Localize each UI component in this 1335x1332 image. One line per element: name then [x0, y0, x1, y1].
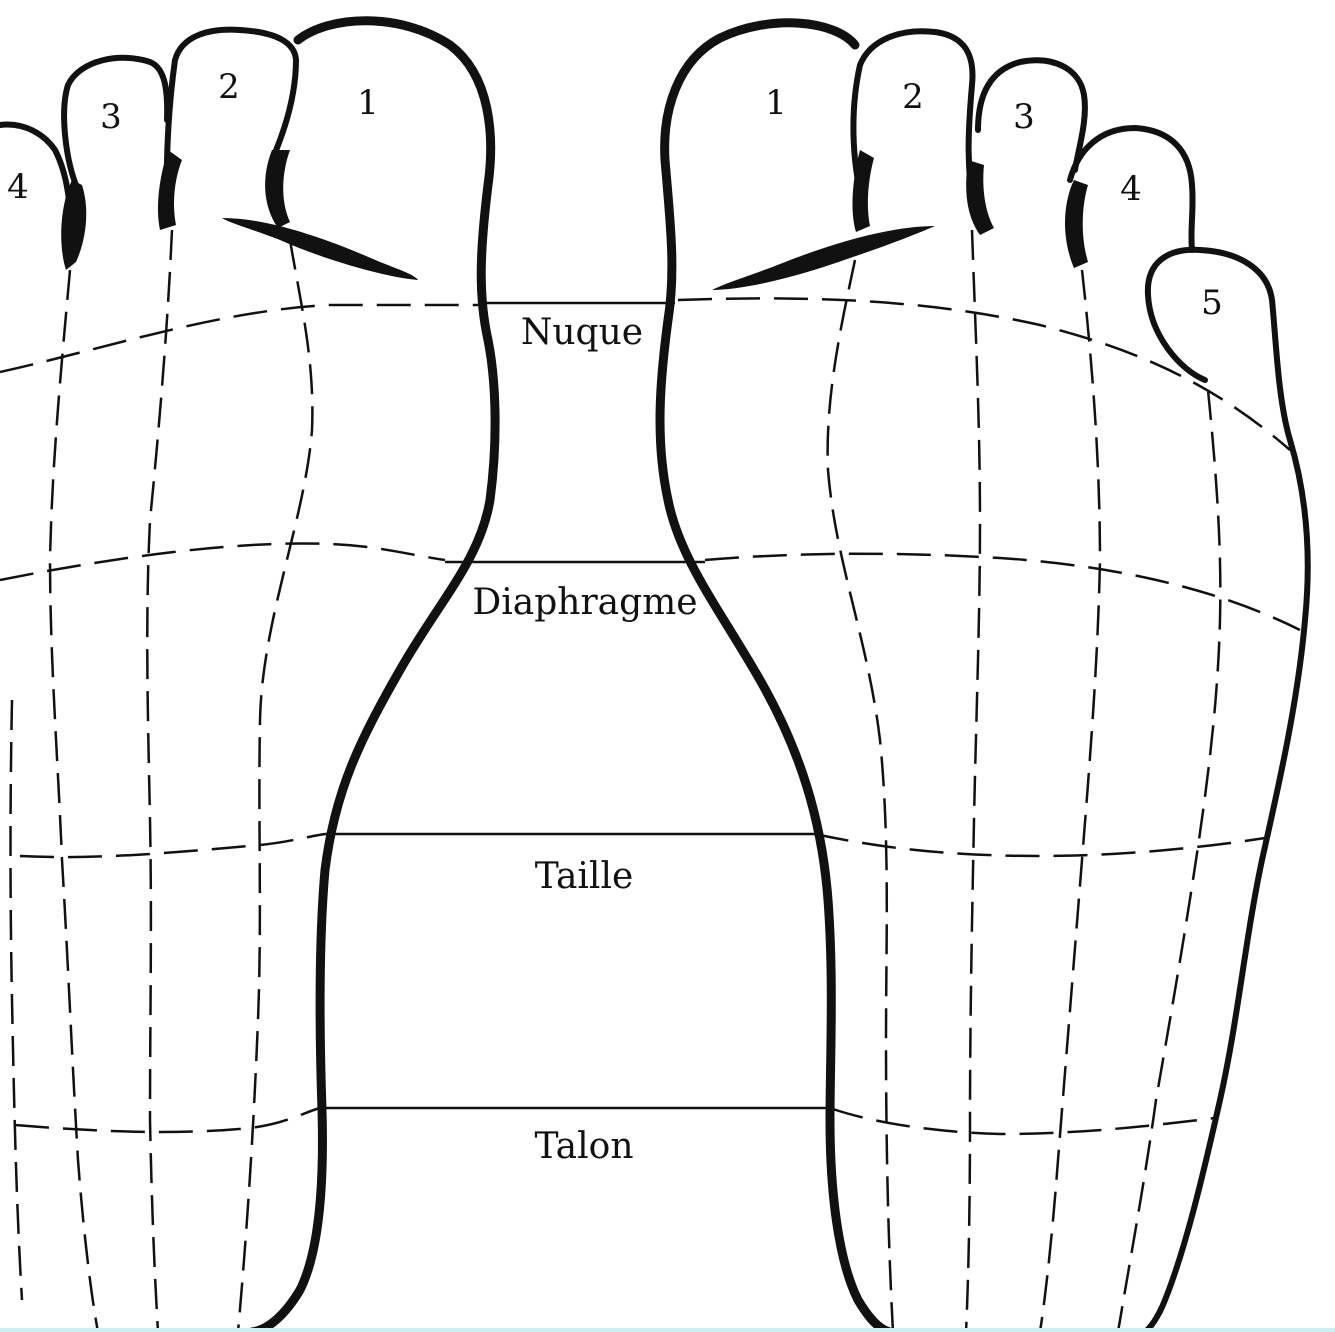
toe-numbers: 1 2 3 4 1 2 3 4 5 — [7, 67, 1223, 323]
right-foot-meridian-1 — [828, 260, 893, 1332]
left-foot-big-toe-outline — [252, 21, 495, 1332]
left-foot-meridian-2 — [147, 230, 172, 1332]
left-foot-toe-2-shade — [265, 150, 290, 228]
right-toe-number-4: 4 — [1120, 169, 1142, 209]
zone-label-taille: Taille — [535, 856, 634, 897]
left-toe-number-4: 4 — [7, 167, 29, 207]
taille-dash-left — [20, 834, 325, 857]
bottom-border — [0, 1328, 1335, 1332]
right-foot-toe-5-and-outer-edge — [1145, 250, 1308, 1332]
left-foot — [0, 21, 495, 1332]
right-foot-meridian-2 — [966, 230, 980, 1332]
left-foot-meridian-1 — [238, 240, 312, 1332]
right-toe-number-3: 3 — [1013, 97, 1035, 137]
right-foot — [660, 23, 1308, 1332]
right-toe-number-1: 1 — [765, 83, 787, 123]
left-toe-number-1: 1 — [357, 83, 379, 123]
zone-label-diaphragme: Diaphragme — [472, 582, 697, 623]
right-foot-meridian-4 — [1118, 390, 1220, 1332]
left-foot-meridian-4 — [11, 700, 23, 1300]
left-toe-number-2: 2 — [218, 67, 240, 107]
right-foot-toe-3-shade — [966, 160, 994, 235]
left-foot-meridian-3 — [50, 270, 98, 1332]
diaphragme-dash-left — [0, 543, 445, 580]
diaphragme-dash-right — [705, 554, 1300, 630]
nuque-dash-left — [0, 305, 478, 372]
talon-dash-right — [830, 1108, 1215, 1134]
left-foot-toe-4-shade — [61, 180, 86, 270]
talon-dash-left — [15, 1108, 320, 1132]
left-toe-number-3: 3 — [100, 97, 122, 137]
left-foot-big-toe-nail — [222, 218, 418, 280]
left-foot-toe-3-shade — [158, 150, 182, 230]
zone-label-nuque: Nuque — [521, 312, 643, 353]
right-foot-big-toe-nail — [712, 226, 935, 290]
right-foot-toe-4-shade — [1065, 180, 1088, 268]
right-toe-number-2: 2 — [902, 77, 924, 117]
right-foot-meridian-3 — [1040, 270, 1100, 1332]
right-foot-toe-2-outline — [853, 31, 975, 215]
right-toe-number-5: 5 — [1201, 283, 1223, 323]
zone-label-talon: Talon — [534, 1126, 633, 1167]
zone-lines — [0, 298, 1300, 1134]
